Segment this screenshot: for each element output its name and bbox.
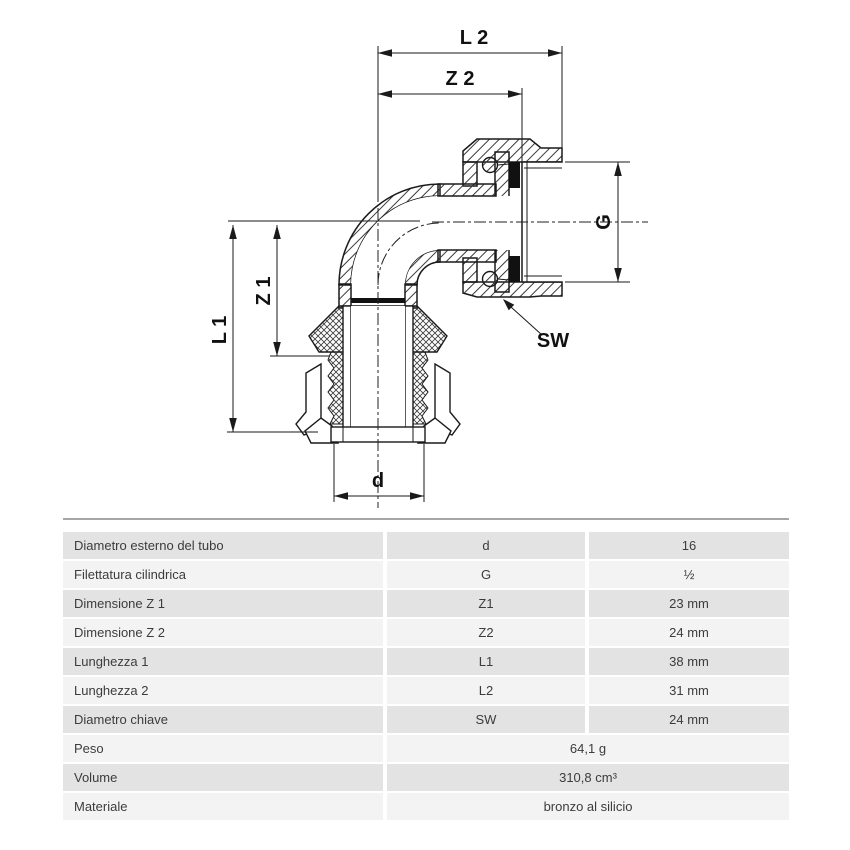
spec-symbol: SW xyxy=(387,706,585,733)
spec-label: Dimensione Z 1 xyxy=(63,590,383,617)
press-connector xyxy=(295,298,461,444)
spec-label: Peso xyxy=(63,735,383,762)
horizontal-bore xyxy=(436,196,522,250)
spec-label: Lunghezza 1 xyxy=(63,648,383,675)
sw-arrow xyxy=(503,299,515,311)
dimension-lines xyxy=(227,46,630,502)
spec-value-merged: 310,8 cm³ xyxy=(387,764,789,791)
g-label: G xyxy=(593,214,615,230)
elbow-bore xyxy=(351,196,440,285)
serrated-sleeve-left xyxy=(327,351,344,425)
spec-value: 16 xyxy=(589,532,789,559)
spec-value-merged: 64,1 g xyxy=(387,735,789,762)
screw-bottom-icon xyxy=(481,270,499,288)
z2-label: Z 2 xyxy=(446,68,475,90)
serrated-sleeve-right xyxy=(412,351,429,425)
spec-value: 38 mm xyxy=(589,648,789,675)
spec-value: 24 mm xyxy=(589,619,789,646)
centerlines xyxy=(377,208,648,508)
l2-label: L 2 xyxy=(460,27,489,49)
horizontal-pipe-wall-top xyxy=(437,183,497,197)
d-label: d xyxy=(372,470,384,492)
spec-symbol: G xyxy=(387,561,585,588)
spec-label: Filettatura cilindrica xyxy=(63,561,383,588)
l1-label: L 1 xyxy=(209,316,231,345)
sw-label: SW xyxy=(537,330,569,352)
spec-value: 23 mm xyxy=(589,590,789,617)
spec-value: ½ xyxy=(589,561,789,588)
nut-bottom-section xyxy=(462,281,563,298)
technical-drawing: L 2 Z 2 d SW G L 1 Z 1 xyxy=(209,27,648,508)
tube-wall-left xyxy=(342,305,352,429)
horizontal-pipe-wall-bottom xyxy=(437,249,497,263)
spec-label: Lunghezza 2 xyxy=(63,677,383,704)
spec-symbol: Z1 xyxy=(387,590,585,617)
z1-label: Z 1 xyxy=(253,277,275,306)
spec-symbol: L2 xyxy=(387,677,585,704)
vertical-pipe-wall-left xyxy=(338,283,352,309)
spec-label: Diametro chiave xyxy=(63,706,383,733)
tube-wall-right xyxy=(404,305,414,429)
spec-label: Diametro esterno del tubo xyxy=(63,532,383,559)
spec-label: Materiale xyxy=(63,793,383,820)
foot-right xyxy=(417,417,452,444)
screw-top-icon xyxy=(481,156,499,174)
seal-ring-bottom xyxy=(509,256,520,282)
spec-value: 31 mm xyxy=(589,677,789,704)
table-top-border xyxy=(63,518,789,520)
nut-top-section xyxy=(462,138,563,163)
spec-symbol: Z2 xyxy=(387,619,585,646)
elbow-body xyxy=(338,183,522,309)
sw-leader-line xyxy=(510,306,543,336)
spec-label: Dimensione Z 2 xyxy=(63,619,383,646)
seal-ring-top xyxy=(509,162,520,188)
vertical-pipe-wall-right xyxy=(404,283,418,309)
nut-back-upper xyxy=(462,161,478,187)
spec-value: 24 mm xyxy=(589,706,789,733)
dimension-arrows xyxy=(229,49,622,500)
foot-left xyxy=(304,417,339,444)
spec-label: Volume xyxy=(63,764,383,791)
spec-value-merged: bronzo al silicio xyxy=(387,793,789,820)
spec-symbol: d xyxy=(387,532,585,559)
bend-centerline xyxy=(377,222,441,286)
spec-symbol: L1 xyxy=(387,648,585,675)
